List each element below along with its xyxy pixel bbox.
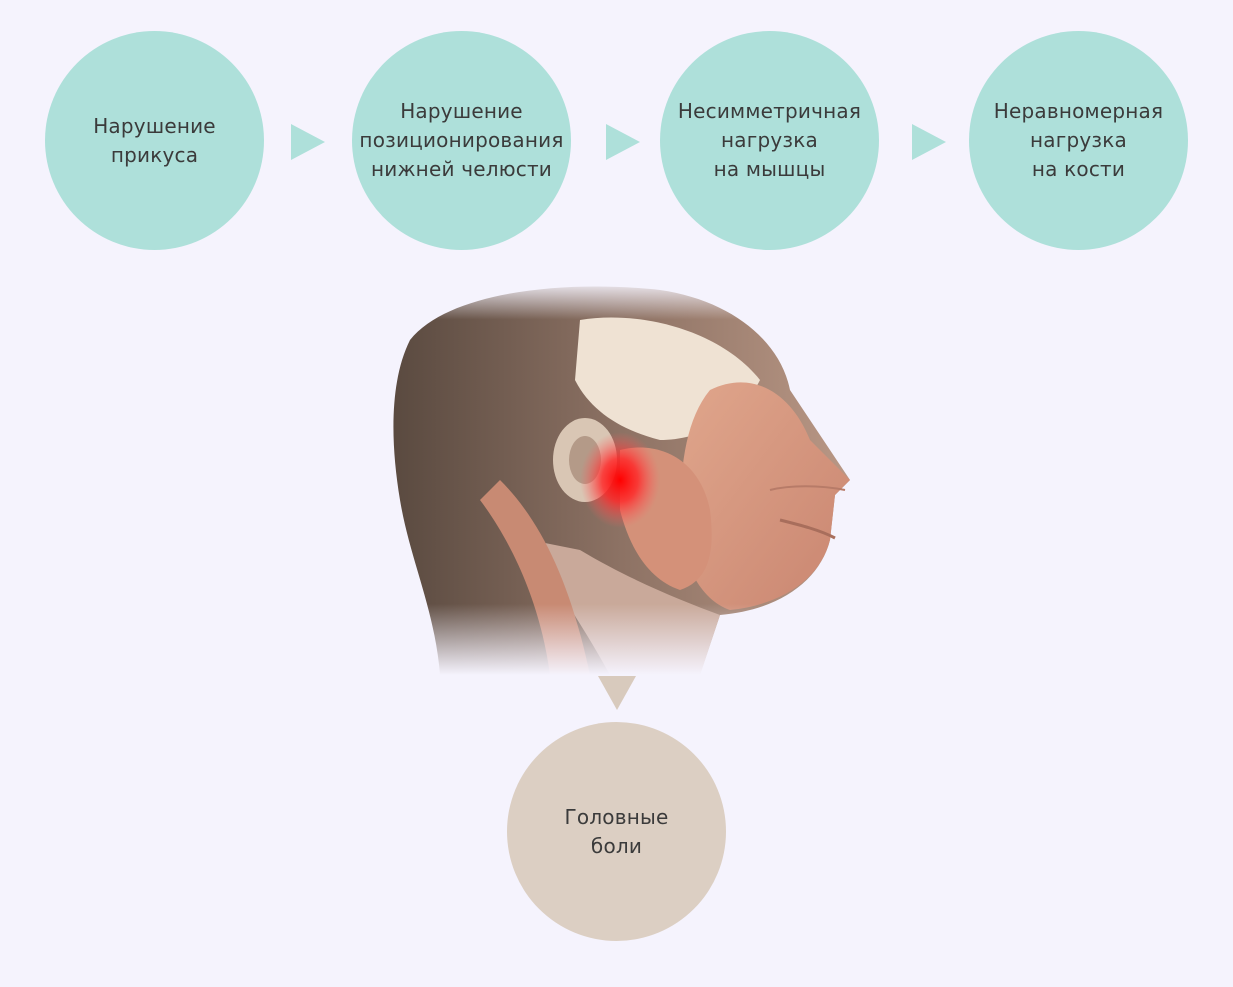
result-circle-headaches: Головные боли [507, 722, 726, 941]
step-circle-bite-disorder: Нарушение прикуса [45, 31, 264, 250]
result-label: Головные боли [564, 804, 669, 858]
step-label: Нарушение прикуса [93, 113, 216, 167]
step-label: Нарушение позиционирования нижней челюст… [359, 99, 564, 181]
step-circle-jaw-positioning: Нарушение позиционирования нижней челюст… [352, 31, 571, 250]
arrow-right-icon [606, 124, 640, 160]
arrow-down-icon [598, 676, 636, 710]
arrow-right-icon [912, 124, 946, 160]
step-label: Несимметричная нагрузка на мышцы [677, 99, 862, 181]
head-anatomy-illustration [380, 280, 860, 675]
step-circle-bone-load: Неравномерная нагрузка на кости [969, 31, 1188, 250]
arrow-right-icon [291, 124, 325, 160]
head-anatomy-icon [380, 280, 860, 675]
step-label: Неравномерная нагрузка на кости [993, 99, 1164, 181]
step-circle-muscle-load: Несимметричная нагрузка на мышцы [660, 31, 879, 250]
